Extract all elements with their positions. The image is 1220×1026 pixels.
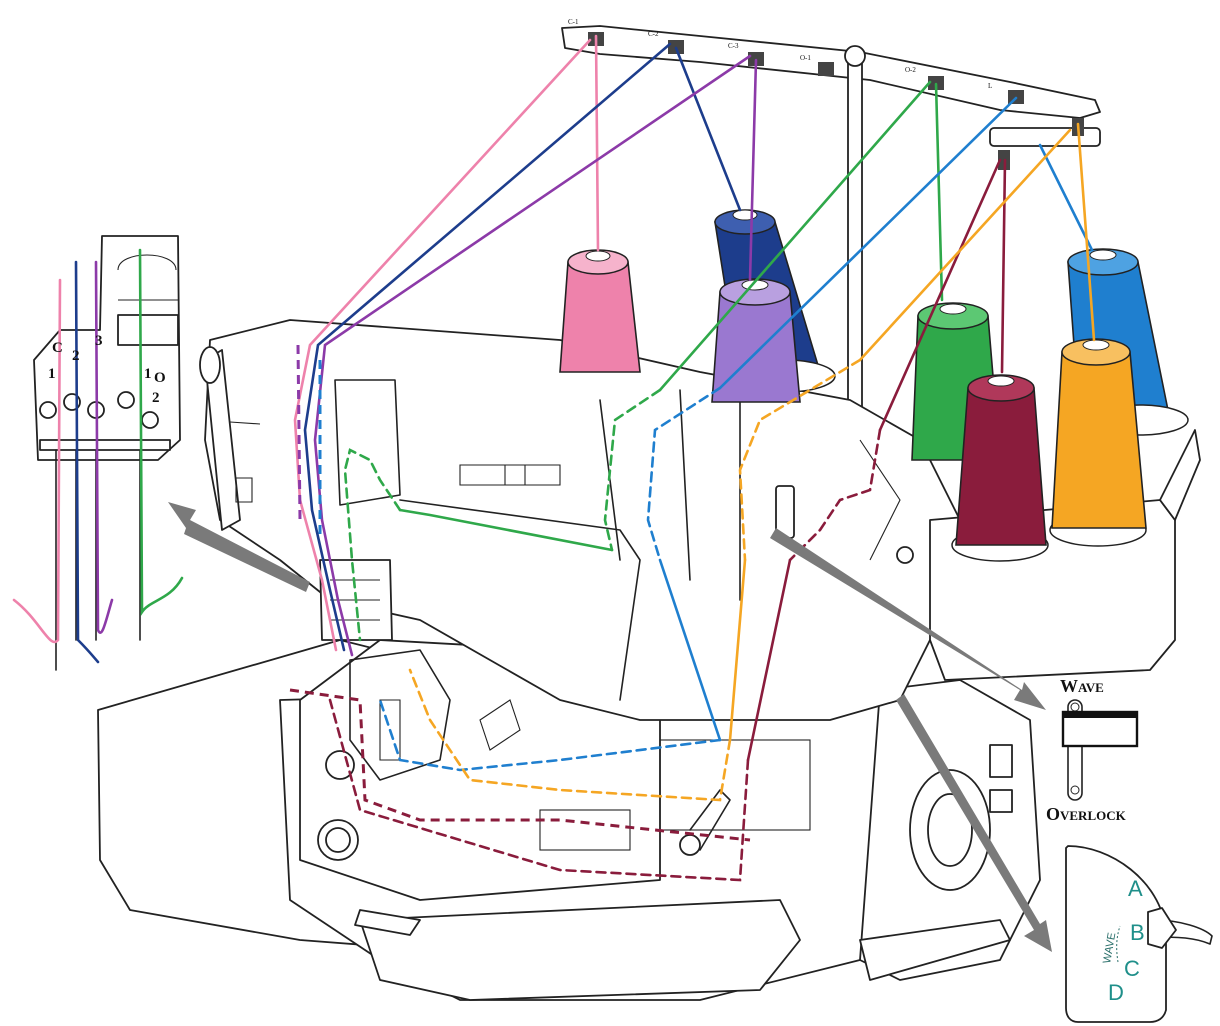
thread-cones	[559, 209, 1189, 562]
wave-setting-c[interactable]: C	[1124, 956, 1140, 981]
wave-setting-b[interactable]: B	[1130, 920, 1145, 945]
arrow-to-wave-dial	[896, 694, 1052, 952]
wave-dial-label: WAVE	[1101, 932, 1118, 965]
guide-label-c3: C-3	[728, 42, 739, 50]
needle-label-3: 3	[95, 333, 103, 349]
wave-setting-a[interactable]: A	[1128, 876, 1143, 901]
machine-body	[97, 639, 1041, 1001]
wave-setting-d[interactable]: D	[1108, 980, 1124, 1005]
needle-label-o: O	[154, 370, 166, 386]
needle-label-2-right: 2	[152, 390, 160, 406]
selector-label-wave: Wave	[1060, 676, 1104, 696]
thread-paths	[289, 34, 1096, 882]
wave-dial-detail: A B C D WAVE	[1065, 845, 1213, 1023]
cone-pink	[559, 249, 641, 373]
guide-label-c2: C-2	[648, 30, 659, 38]
pointer-arrows	[168, 502, 1052, 952]
needle-label-2: 2	[72, 348, 80, 364]
needle-label-1-left: 1	[48, 366, 56, 382]
arrow-to-needle-inset	[168, 502, 310, 592]
guide-label-c1: C-1	[568, 18, 579, 26]
arrow-to-selector	[770, 528, 1046, 710]
wave-dial-settings: A B C D	[1108, 876, 1145, 1005]
guide-label-l: L	[988, 82, 992, 90]
guide-label-o2: O-2	[905, 66, 916, 74]
wave-overlock-selector: Wave Overlock	[1046, 676, 1139, 824]
cone-crimson	[951, 374, 1049, 562]
needle-label-1-right: 1	[144, 366, 152, 382]
cone-orange	[1049, 338, 1147, 547]
needle-label-c: C	[52, 340, 63, 356]
guide-label-o1: O-1	[800, 54, 811, 62]
selector-label-overlock: Overlock	[1046, 804, 1127, 824]
needle-detail-inset: C 2 3 1 O 1 2	[12, 235, 184, 671]
